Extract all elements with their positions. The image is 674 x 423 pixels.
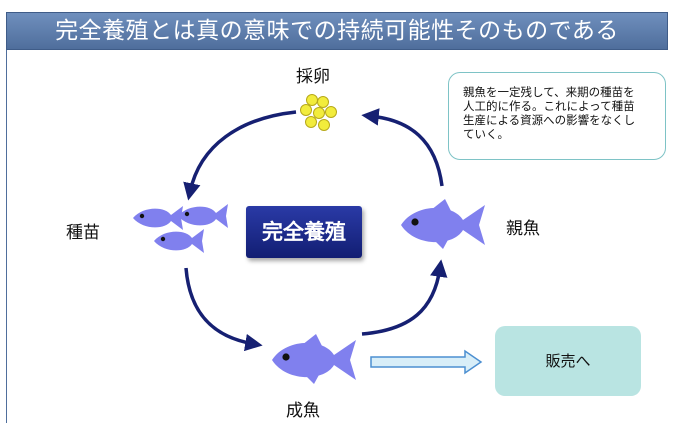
adult-fish-icon <box>272 334 356 384</box>
arrow-parent-to-eggs <box>361 108 444 187</box>
arrow-adult-to-parent <box>361 259 448 336</box>
sales-box: 販売へ <box>495 326 641 396</box>
title-banner: 完全養殖とは真の意味での持続可能性そのものである <box>6 12 668 50</box>
seedling-fish-icon <box>133 206 183 230</box>
callout-line: 親魚を一定残して、来期の種苗を <box>463 85 635 99</box>
stage-label-adult-fish: 成魚 <box>286 401 320 421</box>
seedling-fish-icon <box>154 229 204 253</box>
stage-label-eggs: 採卵 <box>296 67 330 87</box>
arrow-seedlings-to-adult <box>184 267 263 352</box>
callout-line: 生産による資源への影響をなくし <box>463 113 636 127</box>
complete-aquaculture-box: 完全養殖 <box>246 206 362 258</box>
stage-label-parent-fish: 親魚 <box>506 219 540 239</box>
arrow-to-sales <box>370 349 483 375</box>
arrow-eggs-to-seedlings <box>183 110 297 201</box>
callout-line: ていく。 <box>463 127 509 141</box>
parent-fish-icon <box>401 199 485 249</box>
callout-line: 人工的に作る。これによって種苗 <box>463 99 635 113</box>
seedling-fish-icon <box>178 204 228 228</box>
eggs-icon <box>300 94 337 131</box>
stage-label-seedlings: 種苗 <box>66 223 100 243</box>
frame-border <box>6 50 7 423</box>
banner-title: 完全養殖とは真の意味での持続可能性そのものである <box>55 18 619 44</box>
explanation-callout: 親魚を一定残して、来期の種苗を 人工的に作る。これによって種苗 生産による資源へ… <box>448 72 666 160</box>
